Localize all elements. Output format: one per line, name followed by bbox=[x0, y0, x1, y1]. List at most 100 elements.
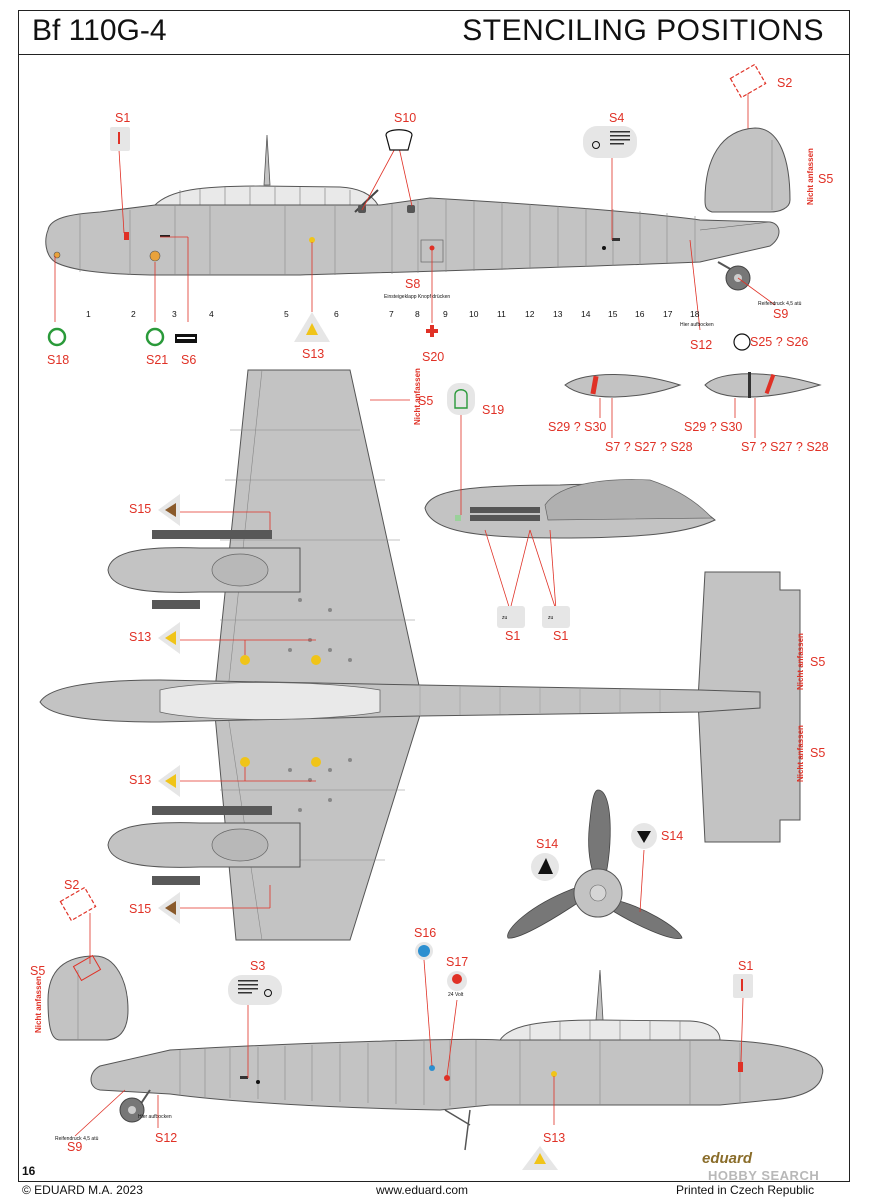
label-s19: S19 bbox=[482, 403, 504, 417]
stencil-s18 bbox=[47, 327, 67, 347]
label-s25-s26: S25 ? S26 bbox=[750, 335, 808, 349]
label-s5-tail-lower: S5 bbox=[810, 746, 825, 760]
frame-11: 11 bbox=[497, 309, 506, 319]
label-s16: S16 bbox=[414, 926, 436, 940]
frame-numbers: 1 2 3 4 5 6 7 8 9 10 11 12 13 14 15 16 1… bbox=[86, 309, 700, 319]
aircraft-model-title: Bf 110G-4 bbox=[32, 14, 167, 47]
label-s18: S18 bbox=[47, 353, 69, 367]
stencil-s3 bbox=[228, 975, 282, 1005]
label-s10: S10 bbox=[394, 111, 416, 125]
frame-18: 18 bbox=[690, 309, 700, 319]
label-s1-bottom: S1 bbox=[738, 959, 753, 973]
stencil-nicht-anfassen-bottom: Nicht anfassen bbox=[34, 976, 43, 1033]
plan-view bbox=[39, 369, 801, 941]
stencil-s4 bbox=[583, 126, 637, 158]
zu-text-left: zu bbox=[502, 615, 508, 621]
stencil-s10-icon bbox=[385, 129, 413, 151]
stencil-s21 bbox=[145, 327, 165, 347]
frame-14: 14 bbox=[581, 309, 591, 319]
page-number: 16 bbox=[22, 1164, 36, 1178]
frame-4: 4 bbox=[209, 309, 214, 319]
stencil-s1-zu-right bbox=[542, 606, 570, 628]
label-s20: S20 bbox=[422, 350, 444, 364]
label-s5-tail-bottom: S5 bbox=[30, 964, 45, 978]
label-s1-top: S1 bbox=[115, 111, 130, 125]
footer-copyright: © EDUARD M.A. 2023 bbox=[22, 1183, 143, 1197]
fuselage-side-bottom bbox=[90, 1038, 824, 1111]
stencil-reifendruck-top: Reifendruck 4,5 atü bbox=[758, 301, 802, 307]
canopy-plan bbox=[159, 682, 381, 720]
fuselage-side-view-bottom bbox=[90, 969, 824, 1151]
vertical-tail-bottom bbox=[47, 955, 129, 1041]
label-s2-top: S2 bbox=[777, 76, 792, 90]
propeller bbox=[507, 789, 683, 939]
page-title: STENCILING POSITIONS bbox=[462, 14, 824, 47]
label-s17: S17 bbox=[446, 955, 468, 969]
vertical-tail-top bbox=[704, 127, 791, 213]
label-s3: S3 bbox=[250, 959, 265, 973]
label-s9-bottom: S9 bbox=[67, 1140, 82, 1154]
canopy bbox=[153, 185, 379, 206]
label-s7-s27-s28-left: S7 ? S27 ? S28 bbox=[605, 440, 693, 454]
stencil-nicht-anfassen-1: Nicht anfassen bbox=[806, 148, 815, 205]
stencil-nicht-anfassen-tail-upper: Nicht anfassen bbox=[796, 633, 805, 690]
label-s5-tail-upper: S5 bbox=[810, 655, 825, 669]
stencil-nicht-anfassen-tail-lower: Nicht anfassen bbox=[796, 725, 805, 782]
frame-5: 5 bbox=[284, 309, 289, 319]
label-s14-left: S14 bbox=[536, 837, 558, 851]
label-s13-plan-lower: S13 bbox=[129, 773, 151, 787]
callout-lines-top bbox=[54, 93, 780, 331]
eduard-logo: eduard bbox=[702, 1150, 753, 1167]
stencil-s19 bbox=[447, 383, 475, 415]
label-s13-plan-upper: S13 bbox=[129, 630, 151, 644]
frame-8: 8 bbox=[415, 309, 420, 319]
watermark: HOBBY SEARCH bbox=[708, 1168, 820, 1183]
label-s29-s30-left: S29 ? S30 bbox=[548, 420, 606, 434]
frame-7: 7 bbox=[389, 309, 394, 319]
stencil-hier-aufbocken-bottom: Hier aufbocken bbox=[138, 1114, 172, 1120]
stencil-reifendruck-bottom: Reifendruck 4,5 atü bbox=[55, 1136, 99, 1142]
stencil-s25-icon bbox=[733, 333, 751, 351]
label-s5-tail-top: S5 bbox=[818, 172, 833, 186]
sheet-border bbox=[18, 10, 850, 1182]
fuselage-plan bbox=[39, 679, 761, 723]
stencil-s2-top bbox=[729, 63, 767, 99]
label-s8: S8 bbox=[405, 277, 420, 291]
footer-website[interactable]: www.eduard.com bbox=[376, 1183, 469, 1197]
drop-tank-details bbox=[564, 333, 822, 438]
fuselage-side-view-top bbox=[45, 134, 780, 291]
footer-printed: Printed in Czech Republic bbox=[676, 1183, 815, 1197]
stencil-einsteigeknopf: Einsteigeklapp Knopf drücken bbox=[384, 294, 450, 300]
frame-6: 6 bbox=[334, 309, 339, 319]
label-s6: S6 bbox=[181, 353, 196, 367]
label-s21: S21 bbox=[146, 353, 168, 367]
label-s1-nacelle-right: S1 bbox=[553, 629, 568, 643]
stencil-s1-zu-left bbox=[497, 606, 525, 628]
frame-16: 16 bbox=[635, 309, 645, 319]
antenna-mast bbox=[263, 134, 271, 186]
label-s14-right: S14 bbox=[661, 829, 683, 843]
frame-13: 13 bbox=[553, 309, 563, 319]
label-s9-top: S9 bbox=[773, 307, 788, 321]
frame-2: 2 bbox=[131, 309, 136, 319]
fuselage-side bbox=[45, 197, 780, 276]
label-s29-s30-right: S29 ? S30 bbox=[684, 420, 742, 434]
frame-3: 3 bbox=[172, 309, 177, 319]
frame-12: 12 bbox=[525, 309, 535, 319]
stencil-hier-aufbocken-top: Hier aufbocken bbox=[680, 322, 714, 328]
frame-9: 9 bbox=[443, 309, 448, 319]
label-s2-bottom: S2 bbox=[64, 878, 79, 892]
label-s7-s27-s28-right: S7 ? S27 ? S28 bbox=[741, 440, 829, 454]
engine-nacelle-detail bbox=[424, 479, 716, 539]
frame-10: 10 bbox=[469, 309, 479, 319]
stencil-s20-cross bbox=[426, 325, 438, 337]
frame-17: 17 bbox=[663, 309, 673, 319]
antenna-mast-bottom bbox=[595, 969, 604, 1021]
stencil-24-volt: 24 Volt bbox=[448, 992, 464, 998]
label-s12-top: S12 bbox=[690, 338, 712, 352]
zu-text-right: zu bbox=[548, 615, 554, 621]
label-s1-nacelle-left: S1 bbox=[505, 629, 520, 643]
label-s13-top: S13 bbox=[302, 347, 324, 361]
engine-nacelle-lower bbox=[107, 822, 301, 868]
